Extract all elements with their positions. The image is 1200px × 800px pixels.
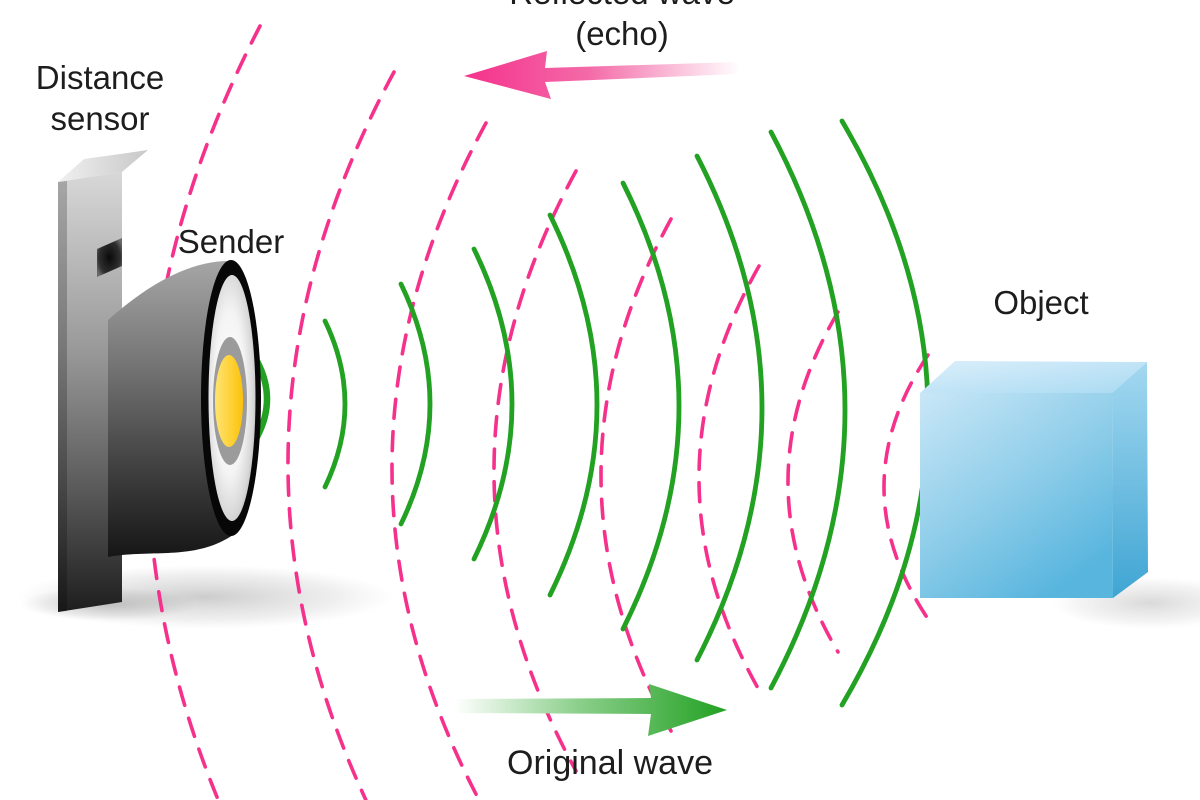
- post-top-face: [58, 150, 148, 182]
- post-left-edge-shade: [58, 181, 67, 612]
- reflected-wave-arcs: [146, 24, 930, 800]
- original-wave-label-text: Original wave: [507, 744, 713, 782]
- original-wave-arrow-icon: [455, 684, 727, 736]
- cube-right-face: [1112, 362, 1148, 598]
- object-cube: [920, 361, 1148, 598]
- original-wave-arc: [839, 118, 931, 708]
- original-wave-arc: [322, 318, 348, 490]
- speaker-cone: [108, 261, 233, 557]
- reflected-wave-arc: [882, 353, 930, 621]
- distance-sensor-label-line2: sensor: [50, 100, 150, 137]
- post-slot-vent: [97, 238, 122, 277]
- sender-speaker: [108, 260, 261, 557]
- sender-label-text: Sender: [177, 223, 285, 260]
- original-wave-arc: [398, 281, 433, 527]
- reflected-wave-label: Reflected wave (echo): [450, 0, 794, 54]
- reflected-wave-arc: [697, 264, 761, 692]
- original-wave-arcs: [253, 118, 931, 708]
- speaker-dome: [215, 355, 243, 447]
- reflected-wave-arc: [492, 169, 578, 773]
- cube-top-face: [920, 361, 1147, 393]
- distance-sensor-post: [58, 150, 148, 612]
- object-label: Object: [950, 282, 1132, 323]
- sender-label: Sender: [140, 221, 322, 262]
- post-front-face: [58, 172, 122, 612]
- original-wave-arc: [253, 357, 271, 441]
- original-wave-label: Original wave: [428, 743, 792, 784]
- reflected-wave-arc: [786, 310, 840, 654]
- reflected-wave-arc: [146, 24, 262, 800]
- reflected-wave-arc: [286, 70, 396, 800]
- original-wave-arc: [768, 129, 848, 691]
- reflected-wave-arc: [599, 217, 673, 733]
- original-wave-arc: [694, 153, 765, 663]
- distance-sensor-label: Distance sensor: [5, 57, 195, 139]
- reflected-wave-arrow-icon: [464, 51, 738, 99]
- cube-front-face: [920, 393, 1113, 598]
- original-wave-arc: [620, 180, 682, 632]
- distance-sensor-label-line1: Distance: [35, 59, 165, 96]
- reflected-wave-arc: [390, 121, 488, 800]
- original-wave-arc: [547, 212, 600, 598]
- reflected-wave-label-line2: (echo): [575, 15, 669, 52]
- original-wave-arc: [471, 246, 515, 562]
- reflected-wave-label-line1: Reflected wave: [450, 0, 794, 13]
- object-label-text: Object: [993, 284, 1089, 321]
